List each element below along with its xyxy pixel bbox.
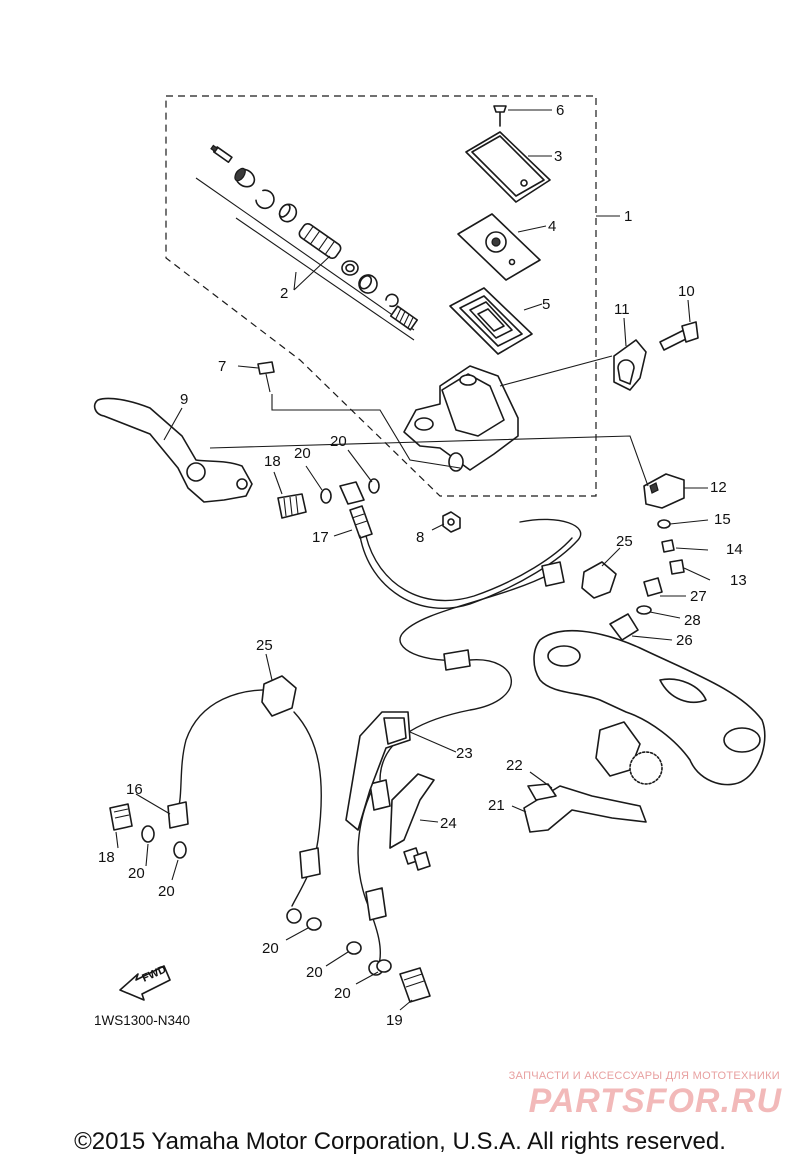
callout-13: 13 [730, 572, 747, 589]
callout-5: 5 [542, 296, 550, 313]
callout-27: 27 [690, 588, 707, 605]
callout-9: 9 [180, 391, 188, 408]
callout-18-lower: 18 [98, 849, 115, 866]
piston-kit-parts [195, 144, 419, 341]
callout-8: 8 [416, 529, 424, 546]
callout-16: 16 [126, 781, 143, 798]
master-cylinder-body [257, 361, 519, 533]
callout-23: 23 [456, 745, 473, 762]
reservoir-cap-parts [449, 105, 551, 355]
forward-arrow-icon: FWD [119, 964, 171, 1001]
callout-21: 21 [488, 797, 505, 814]
callout-12: 12 [710, 479, 727, 496]
watermark-tagline: ЗАПЧАСТИ И АКСЕССУАРЫ ДЛЯ МОТОТЕХНИКИ [508, 1070, 780, 1082]
callout-2: 2 [280, 285, 288, 302]
diagram-code: 1WS1300-N340 [94, 1013, 190, 1028]
callout-11: 11 [614, 301, 630, 318]
callout-6: 6 [556, 102, 564, 119]
callout-19: 19 [386, 1012, 403, 1029]
callout-14: 14 [726, 541, 743, 558]
callout-20-lower-d: 20 [306, 964, 323, 981]
callout-18-upper: 18 [264, 453, 281, 470]
callout-20-lower-e: 20 [334, 985, 351, 1002]
brake-switch-parts [643, 473, 685, 575]
callout-22: 22 [506, 757, 523, 774]
callout-20-upper-b: 20 [330, 433, 347, 450]
callout-labels: 1 2 3 4 5 6 7 8 9 10 11 12 13 14 15 16 1… [94, 102, 747, 1029]
callout-20-lower-c: 20 [262, 940, 279, 957]
lower-bracket [533, 629, 766, 786]
callout-1: 1 [624, 208, 632, 225]
callout-20-lower-b: 20 [158, 883, 175, 900]
callout-25-upper: 25 [616, 533, 633, 550]
callout-leaders [115, 109, 711, 1011]
callout-25-lower: 25 [256, 637, 273, 654]
callout-20-lower-a: 20 [128, 865, 145, 882]
callout-4: 4 [548, 218, 556, 235]
callout-15: 15 [714, 511, 731, 528]
callout-10: 10 [678, 283, 695, 300]
callout-26: 26 [676, 632, 693, 649]
callout-24: 24 [440, 815, 457, 832]
callout-7: 7 [218, 358, 226, 375]
holder-and-bolt [613, 321, 699, 391]
guide-parts [609, 577, 663, 641]
bracket-21-22 [523, 783, 647, 833]
copyright-notice: ©2015 Yamaha Motor Corporation, U.S.A. A… [74, 1128, 726, 1155]
brake-lever [93, 397, 253, 503]
callout-3: 3 [554, 148, 562, 165]
callout-17: 17 [312, 529, 329, 546]
hose-clamps-and-brackets [261, 561, 617, 871]
callout-28: 28 [684, 612, 701, 629]
lower-hose-fasteners [109, 803, 431, 1003]
watermark-logo: PARTSFOR.RU [528, 1082, 782, 1120]
brake-hoses [167, 518, 582, 976]
callout-20-upper-a: 20 [294, 445, 311, 462]
assembly-boundary [165, 95, 597, 497]
upper-hose-joint [277, 478, 380, 539]
